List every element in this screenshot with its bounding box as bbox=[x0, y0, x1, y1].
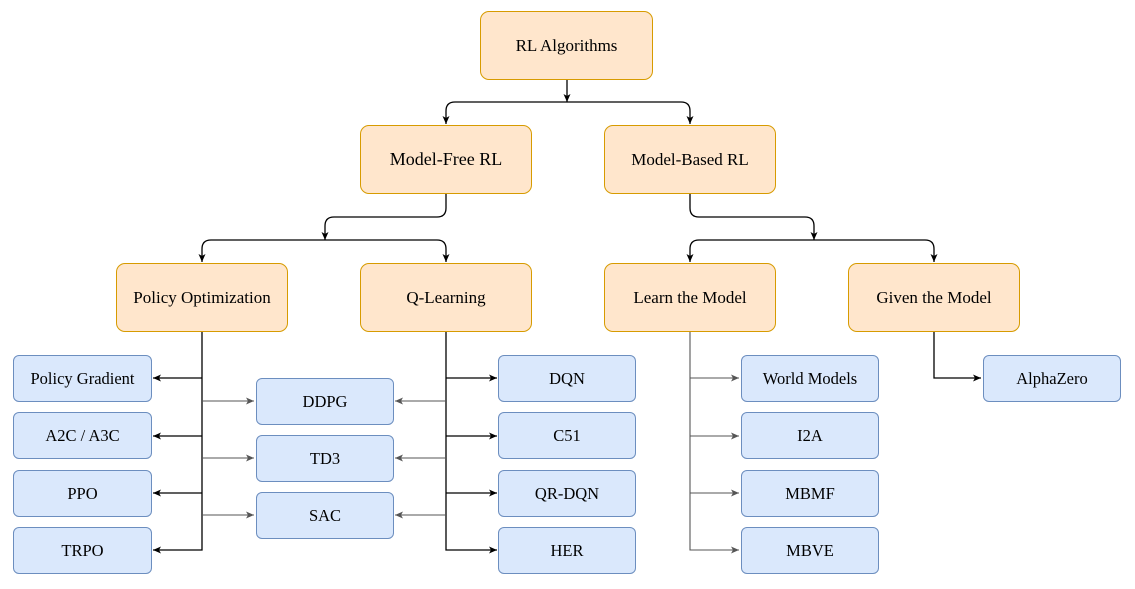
algorithm-node-td3: TD3 bbox=[256, 435, 394, 482]
algorithm-label: AlphaZero bbox=[1016, 368, 1088, 388]
algorithm-label: World Models bbox=[762, 368, 858, 388]
given-model-label: Given the Model bbox=[876, 287, 992, 307]
algorithm-label: DQN bbox=[549, 368, 585, 388]
edge-learn-trunk bbox=[689, 332, 739, 554]
given-model-node: Given the Model bbox=[848, 263, 1020, 332]
algorithm-node-policy-gradient: Policy Gradient bbox=[13, 355, 152, 402]
model-free-label: Model-Free RL bbox=[389, 149, 503, 169]
algorithm-node-trpo: TRPO bbox=[13, 527, 152, 574]
edge-q-trunk bbox=[445, 332, 497, 554]
model-based-node: Model-Based RL bbox=[604, 125, 776, 194]
edge-model-based-stem bbox=[689, 194, 818, 240]
model-free-node: Model-Free RL bbox=[360, 125, 532, 194]
algorithm-node-mbmf: MBMF bbox=[741, 470, 879, 517]
algorithm-node-alphazero: AlphaZero bbox=[983, 355, 1121, 402]
algorithm-label: A2C / A3C bbox=[45, 425, 120, 445]
edge-model-free-policy bbox=[198, 239, 325, 262]
edge-root-model-based bbox=[567, 101, 694, 124]
algorithm-node-c51: C51 bbox=[498, 412, 636, 459]
edge-model-based-given bbox=[814, 239, 938, 262]
edge-model-based-learn bbox=[686, 239, 814, 262]
policy-optimization-label: Policy Optimization bbox=[133, 287, 271, 307]
algorithm-label: TRPO bbox=[61, 540, 104, 560]
learn-model-label: Learn the Model bbox=[633, 287, 747, 307]
algorithm-node-qr-dqn: QR-DQN bbox=[498, 470, 636, 517]
algorithm-label: MBVE bbox=[786, 540, 834, 560]
algorithm-node-ddpg: DDPG bbox=[256, 378, 394, 425]
policy-optimization-node: Policy Optimization bbox=[116, 263, 288, 332]
algorithm-node-i2a: I2A bbox=[741, 412, 879, 459]
q-learning-node: Q-Learning bbox=[360, 263, 532, 332]
algorithm-label: QR-DQN bbox=[534, 483, 600, 503]
algorithm-label: I2A bbox=[797, 425, 823, 445]
algorithm-label: TD3 bbox=[309, 448, 341, 468]
algorithm-label: C51 bbox=[553, 425, 581, 445]
algorithm-label: PPO bbox=[67, 483, 98, 503]
root-node: RL Algorithms bbox=[480, 11, 653, 80]
root-label: RL Algorithms bbox=[515, 35, 618, 55]
model-based-label: Model-Based RL bbox=[631, 149, 749, 169]
algorithm-node-ppo: PPO bbox=[13, 470, 152, 517]
edge-given-alphazero bbox=[933, 332, 981, 382]
algorithm-node-her: HER bbox=[498, 527, 636, 574]
q-learning-label: Q-Learning bbox=[406, 287, 486, 307]
edge-root-model-free bbox=[442, 101, 567, 124]
edge-model-free-q bbox=[325, 239, 450, 262]
algorithm-node-sac: SAC bbox=[256, 492, 394, 539]
algorithm-label: DDPG bbox=[302, 391, 348, 411]
algorithm-label: MBMF bbox=[785, 483, 835, 503]
edge-model-free-stem bbox=[321, 194, 447, 240]
algorithm-node-world-models: World Models bbox=[741, 355, 879, 402]
algorithm-node-dqn: DQN bbox=[498, 355, 636, 402]
edge-policy-trunk bbox=[153, 332, 203, 554]
algorithm-label: SAC bbox=[308, 505, 342, 525]
algorithm-label: Policy Gradient bbox=[30, 368, 135, 388]
learn-model-node: Learn the Model bbox=[604, 263, 776, 332]
algorithm-node-mbve: MBVE bbox=[741, 527, 879, 574]
algorithm-label: HER bbox=[550, 540, 584, 560]
algorithm-node-a2c-a3c: A2C / A3C bbox=[13, 412, 152, 459]
